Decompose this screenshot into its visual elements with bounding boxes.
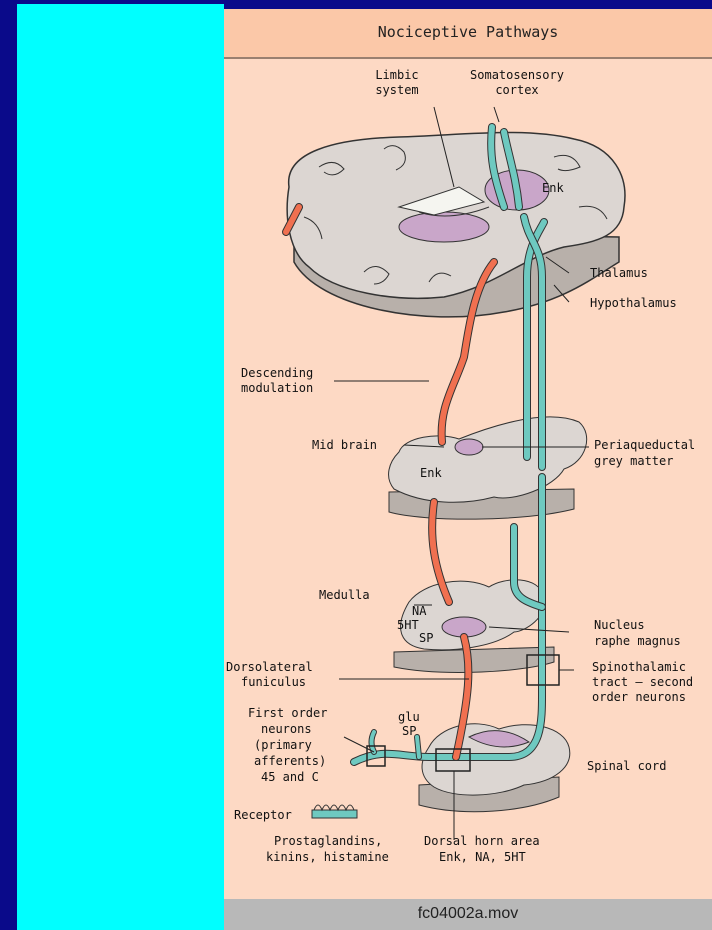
receptor-icon	[312, 805, 357, 818]
label-first-1: First order	[248, 706, 327, 720]
label-sp2: SP	[402, 724, 416, 738]
label-dorsal-2: Enk, NA, 5HT	[439, 850, 526, 864]
label-somato-2: cortex	[495, 83, 538, 97]
label-5ht: 5HT	[397, 618, 419, 632]
label-na: NA	[412, 604, 427, 618]
label-glu: glu	[398, 710, 420, 724]
label-pag-2: grey matter	[594, 454, 673, 468]
figure-caption: fc04002a.mov	[224, 905, 712, 923]
label-dlf-2: funiculus	[241, 675, 306, 689]
label-stt-2: tract – second	[592, 675, 693, 689]
label-dorsal-1: Dorsal horn area	[424, 834, 540, 848]
figure-title: Nociceptive Pathways	[224, 23, 712, 41]
label-hypothalamus: Hypothalamus	[590, 296, 677, 310]
pathway-diagram: Limbic system Somatosensory cortex Enk T…	[224, 57, 712, 899]
label-spinal: Spinal cord	[587, 759, 666, 773]
label-descending-2: modulation	[241, 381, 313, 395]
label-first-3: (primary	[254, 738, 312, 752]
title-bar: Nociceptive Pathways	[224, 9, 712, 59]
label-midbrain: Mid brain	[312, 438, 377, 452]
label-first-5: 45 and C	[261, 770, 319, 784]
label-pag-1: Periaqueductal	[594, 438, 695, 452]
label-nrm-1: Nucleus	[594, 618, 645, 632]
label-enk-mid: Enk	[420, 466, 442, 480]
label-descending-1: Descending	[241, 366, 313, 380]
spinal-cord-slice	[419, 724, 570, 812]
cyan-side-panel	[17, 4, 224, 930]
caption-bar: fc04002a.mov	[224, 899, 712, 930]
label-receptor: Receptor	[234, 808, 292, 822]
label-enk-top: Enk	[542, 181, 564, 195]
label-prosta-2: kinins, histamine	[266, 850, 389, 864]
label-dlf-1: Dorsolateral	[226, 660, 313, 674]
label-sp: SP	[419, 631, 433, 645]
label-thalamus: Thalamus	[590, 266, 648, 280]
label-limbic-1: Limbic	[375, 68, 418, 82]
label-stt-3: order neurons	[592, 690, 686, 704]
brain-slice	[287, 133, 625, 317]
figure: Nociceptive Pathways	[224, 9, 712, 930]
label-nrm-2: raphe magnus	[594, 634, 681, 648]
label-somato-1: Somatosensory	[470, 68, 564, 82]
label-first-4: afferents)	[254, 754, 326, 768]
label-prosta-1: Prostaglandins,	[274, 834, 382, 848]
label-medulla: Medulla	[319, 588, 370, 602]
midbrain-slice	[389, 417, 587, 519]
label-limbic-2: system	[375, 83, 418, 97]
label-stt-1: Spinothalamic	[592, 660, 686, 674]
label-first-2: neurons	[261, 722, 312, 736]
